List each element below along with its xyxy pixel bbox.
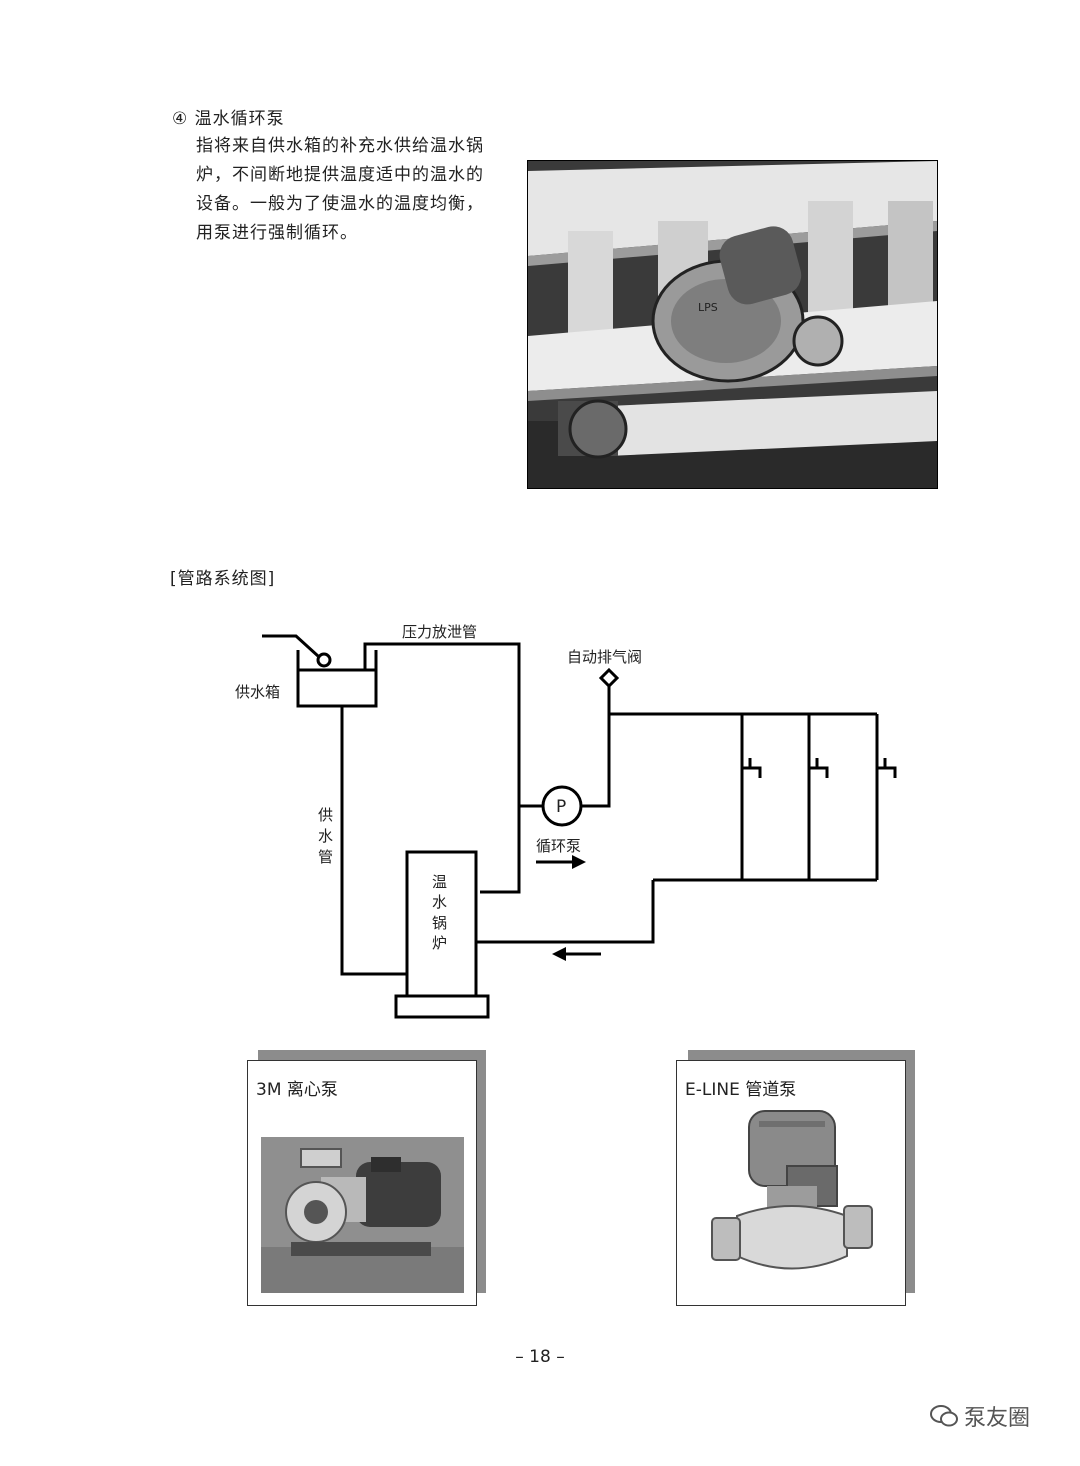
intro-paragraph: 指将来自供水箱的补充水供给温水锅 炉，不间断地提供温度适中的温水的 设备。一般为… [196,132,506,248]
boiler-label: 锅 [432,914,447,932]
boiler-label: 温 [432,873,447,891]
supply-pipe-label: 供 [318,806,333,824]
supply-tank [296,650,378,708]
return-pipe [476,880,655,944]
intro-line: 指将来自供水箱的补充水供给温水锅 [196,136,484,156]
supply-pipe [340,706,407,976]
faucet-icon [809,766,829,778]
pump-outlet-pipe [581,686,611,808]
boiler-base [394,994,490,1019]
intro-line: 用泵进行强制循环。 [196,223,358,243]
boiler-label: 炉 [432,934,447,952]
product-label: E-LINE 管道泵 [685,1080,797,1100]
air-valve-label: 自动排气阀 [567,648,642,666]
supply-tank-label: 供水箱 [235,683,280,701]
relief-pipe [363,642,521,894]
page-number: – 18 – [515,1347,565,1367]
air-valve-icon [598,667,620,689]
product-label: 3M 离心泵 [256,1080,338,1100]
boiler-body [405,850,478,998]
intro-line: 设备。一般为了使温水的温度均衡， [196,194,484,214]
inline-pump-image [711,1110,873,1270]
chat-bubbles-icon [930,1405,958,1427]
pump-symbol-letter: P [556,797,566,817]
pump-label: 循环泵 [536,837,581,855]
faucet-icon [877,766,897,778]
flow-arrow-left-icon [552,947,601,961]
supply-pipe-label: 管 [318,848,333,866]
product-card-centrifugal-pump: 3M 离心泵 [247,1060,477,1306]
boiler-label: 水 [432,893,447,911]
relief-pipe-label: 压力放泄管 [402,623,477,641]
centrifugal-pump-image [261,1137,464,1293]
section-heading: ④ 温水循环泵 [172,109,285,129]
product-card-inline-pump: E-LINE 管道泵 [676,1060,906,1306]
faucet-icon [742,766,762,778]
diagram-title: [管路系统图] [170,569,276,589]
intro-line: 炉，不间断地提供温度适中的温水的 [196,165,484,185]
flow-arrow-right-icon [536,855,586,869]
supply-pipe-label: 水 [318,827,333,845]
pump-brand-text: LPS [698,301,718,314]
float-valve-arm [262,634,320,658]
float-valve-ball [316,652,332,668]
watermark: 泵友圈 [930,1400,1030,1432]
pump-installation-photo: LPS [527,160,938,489]
pump-photo-illustration: LPS [528,161,937,488]
watermark-text: 泵友圈 [964,1406,1031,1431]
